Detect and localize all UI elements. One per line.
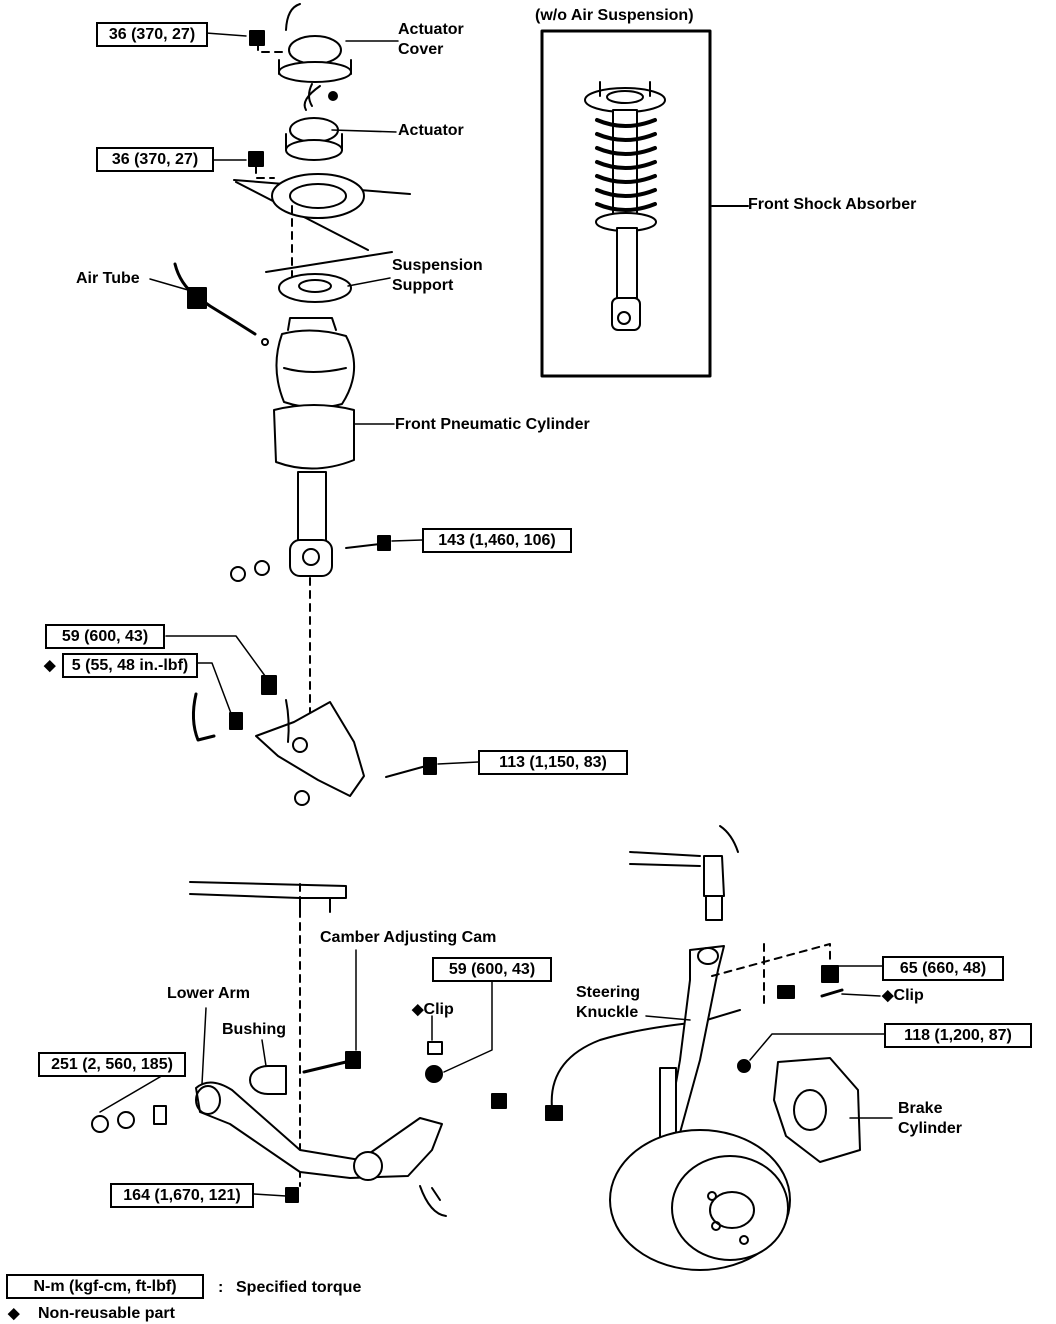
torque-lower-arm-nut: 251 (2, 560, 185): [38, 1052, 186, 1077]
label-front-pneumatic-cylinder: Front Pneumatic Cylinder: [395, 416, 590, 433]
torque-upper-arm-nut: 65 (660, 48): [882, 956, 1004, 981]
actuator-cover-drawing: [278, 3, 352, 83]
upper-arm-nut-drawing: [777, 965, 844, 999]
bushing-drawing: [249, 1065, 287, 1095]
non-reusable-diamond-icon: ◆: [44, 657, 56, 674]
brake-cylinder-drawing: [737, 1057, 861, 1163]
abs-sensor-cable: [545, 1009, 741, 1121]
torque-sensor-bolt: 5 (55, 48 in.-lbf): [62, 653, 198, 678]
camber-cam-drawing: [91, 1051, 361, 1203]
label-actuator-cover: Actuator Cover: [398, 21, 464, 58]
air-tube-drawing: [173, 262, 269, 346]
label-brake-cylinder: Brake Cylinder: [898, 1100, 963, 1137]
torque-actuator-nut: 36 (370, 27): [96, 147, 214, 172]
crossmember-outline: [189, 881, 347, 913]
actuator-drawing: [285, 83, 343, 161]
brake-disc-drawing: [609, 1129, 791, 1271]
lower-bracket-drawing: [191, 675, 437, 806]
torque-bracket-bolt: 59 (600, 43): [45, 624, 165, 649]
non-reusable-diamond-icon: ◆: [412, 1001, 424, 1018]
torque-caliper-bolt: 118 (1,200, 87): [884, 1023, 1032, 1048]
shock-absorber-drawing: [584, 81, 666, 331]
legend-diamond-icon: ◆: [8, 1305, 20, 1322]
actuator-cover-nut: [249, 30, 265, 46]
pneumatic-cylinder-drawing: [273, 317, 356, 577]
label-suspension-support: Suspension Support: [392, 257, 483, 294]
suspension-support-drawing: [278, 273, 352, 303]
torque-ball-joint-nut: 164 (1,670, 121): [110, 1183, 254, 1208]
label-front-shock-absorber: Front Shock Absorber: [748, 196, 917, 213]
upper-arm-outline: [629, 825, 739, 921]
label-bushing: Bushing: [222, 1021, 286, 1038]
label-clip-left: ◆Clip: [412, 1001, 454, 1018]
torque-clip-bolt: 59 (600, 43): [432, 957, 552, 982]
label-camber-adjusting-cam: Camber Adjusting Cam: [320, 929, 497, 946]
label-air-tube: Air Tube: [76, 270, 140, 287]
body-panel-outline: [233, 173, 411, 273]
strut-dashed-centerline: [255, 42, 311, 1187]
label-actuator: Actuator: [398, 122, 464, 139]
legend-non-reusable-text: Non-reusable part: [38, 1305, 175, 1322]
inset-frame: [540, 29, 712, 378]
lower-arm-drawing: [195, 1081, 447, 1217]
inset-title: (w/o Air Suspension): [535, 7, 694, 24]
leader-lines: [99, 32, 893, 1197]
legend-torque-text: Specified torque: [236, 1279, 362, 1296]
legend-torque-box: N-m (kgf-cm, ft-lbf): [6, 1274, 204, 1299]
non-reusable-diamond-icon: ◆: [882, 987, 894, 1004]
label-lower-arm: Lower Arm: [167, 985, 250, 1002]
label-steering-knuckle: Steering Knuckle: [576, 984, 641, 1021]
label-clip-right: ◆Clip: [882, 987, 924, 1004]
torque-actuator-cover-nut: 36 (370, 27): [96, 22, 208, 47]
actuator-nut: [248, 151, 264, 167]
steering-knuckle-drawing: [659, 945, 725, 1141]
knuckle-dashed-lines: [711, 943, 831, 1005]
shock-lower-bolt-drawing: [230, 535, 391, 582]
clip-left-drawing: [425, 1041, 507, 1109]
torque-bracket-through-bolt: 113 (1,150, 83): [478, 750, 628, 775]
torque-shock-lower-bolt: 143 (1,460, 106): [422, 528, 572, 553]
legend-separator: :: [218, 1279, 224, 1296]
